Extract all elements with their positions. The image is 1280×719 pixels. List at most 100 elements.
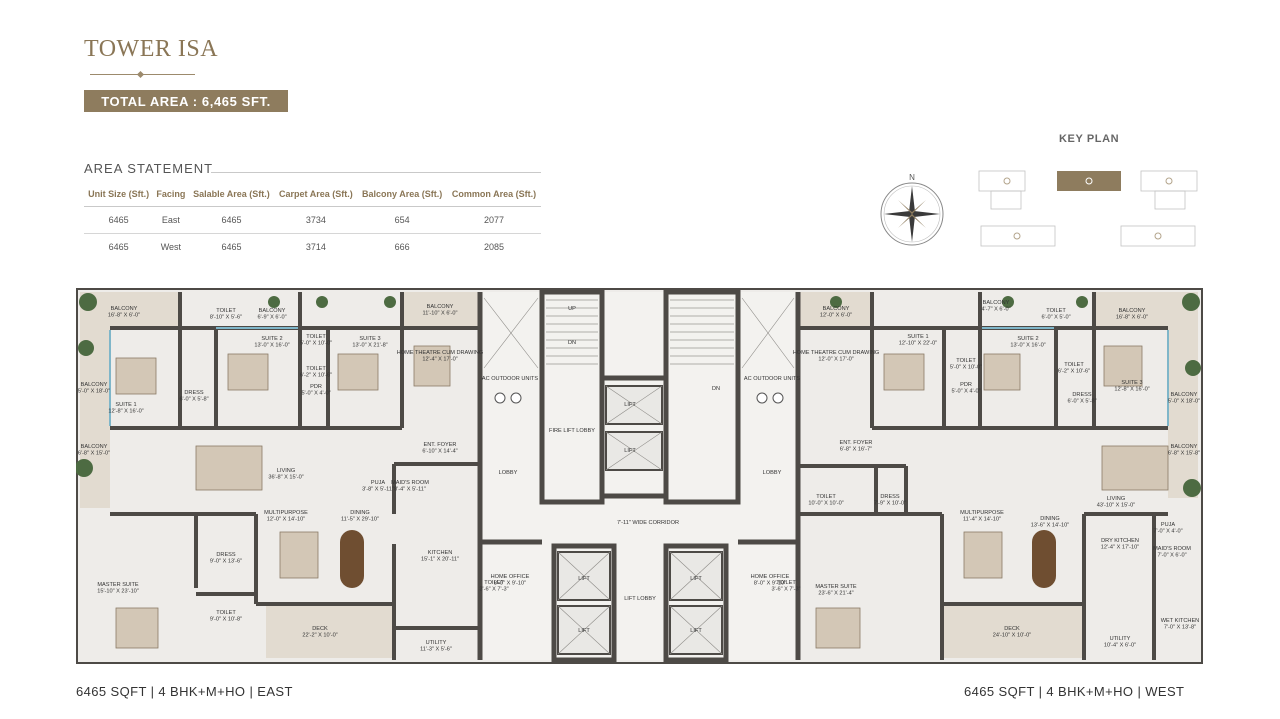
room-label: LIFT [578,576,590,582]
room-dimension: 3'-6" X 7'-3" [479,587,508,593]
room-name: ENT. FOYER [424,442,457,448]
room-name: TOILET [306,366,326,372]
room-dimension: 5'-0" X 18'-0" [1168,399,1200,405]
room-name: BALCONY [823,306,850,312]
room-label: FIRE LIFT LOBBY [549,428,595,434]
room-name: TOILET [1064,362,1084,368]
room-name: LIFT [624,402,636,408]
room-name: SUITE 1 [907,334,928,340]
room-dimension: 13'-6" X 14'-10" [1031,523,1069,529]
room-dimension: 6'-2" X 10'-6" [1058,369,1090,375]
room-name: WET KITCHEN [1161,618,1199,624]
room-dimension: 9'-0" X 13'-6" [210,559,242,565]
room-label: LIFT [624,448,636,454]
room-dimension: 12'-4" X 17'-0" [422,357,457,363]
col-common-area: Common Area (Sft.) [446,184,541,207]
room-dimension: 12'-4" X 17'-10" [1101,545,1139,551]
area-statement-table: Unit Size (Sft.) Facing Salable Area (Sf… [84,184,541,260]
room-name: MAID'S ROOM [391,480,429,486]
cell-salable-area: 6465 [188,206,275,234]
cell-unit-size: 6465 [108,242,129,252]
room-name: TOILET [484,580,504,586]
room-name: DECK [312,626,328,632]
room-dimension: 13'-0" X 16'-0" [254,343,289,349]
cell-common-area: 2085 [483,242,504,252]
room-name: PUJA [1161,522,1176,528]
room-name: TOILET [956,358,976,364]
north-compass-icon: N [880,173,944,246]
room-name: TOILET [216,610,236,616]
room-name: BALCONY [427,304,454,310]
room-dimension: 12'-0" X 14'-10" [267,517,305,523]
cell-unit-size: 6465 [84,206,154,234]
room-name: MASTER SUITE [815,584,857,590]
room-dimension: 7'-0" X 13'-8" [1164,625,1196,631]
room-name: UP [568,306,576,312]
room-dimension: 5'-0" X 10'-0" [300,341,332,347]
room-dimension: 4'-7" X 6'-0" [981,307,1010,313]
area-statement-divider [211,172,541,173]
room-dimension: 24'-10" X 10'-0" [993,633,1031,639]
room-name: LIVING [1107,496,1125,502]
room-name: BALCONY [81,382,108,388]
room-label: DN [568,340,576,346]
room-name: TOILET [1046,308,1066,314]
room-name: DINING [1040,516,1060,522]
room-dimension: 5'-0" X 4'-0" [951,389,980,395]
room-name: BALCONY [983,300,1010,306]
room-name: TOILET [776,580,796,586]
room-name: LIFT [578,628,590,634]
room-name: SUITE 2 [1017,336,1038,342]
room-name: SUITE 3 [1121,380,1142,386]
room-dimension: 12'-0" X 17'-0" [818,357,853,363]
room-name: BALCONY [1119,308,1146,314]
room-name: HOME THEATRE CUM DRAWING [793,350,880,356]
room-name: SUITE 1 [115,402,136,408]
room-name: BALCONY [81,444,108,450]
room-dimension: 22'-2" X 10'-0" [302,633,337,639]
room-name: KITCHEN [428,550,453,556]
room-dimension: 5'-0" X 18'-0" [78,389,110,395]
room-label: DN [712,386,720,392]
room-dimension: 6'-0" X 5'-0" [1041,315,1070,321]
room-dimension: 16'-8" X 6'-0" [1116,315,1148,321]
room-name: 7'-11" WIDE CORRIDOR [617,520,679,526]
room-dimension: 11'-3" X 5'-6" [420,647,452,653]
key-plan-title: KEY PLAN [1059,133,1120,145]
room-dimension: 5'-0" X 4'-0" [301,391,330,397]
room-name: PUJA [371,480,386,486]
room-name: SUITE 3 [359,336,380,342]
room-name: LIVING [277,468,295,474]
room-dimension: 12'-8" X 16'-0" [108,409,143,415]
compass-north-label: N [909,173,915,182]
room-name: FIRE LIFT LOBBY [549,428,595,434]
room-name: MAID'S ROOM [1153,546,1191,552]
room-name: UTILITY [1110,636,1131,642]
